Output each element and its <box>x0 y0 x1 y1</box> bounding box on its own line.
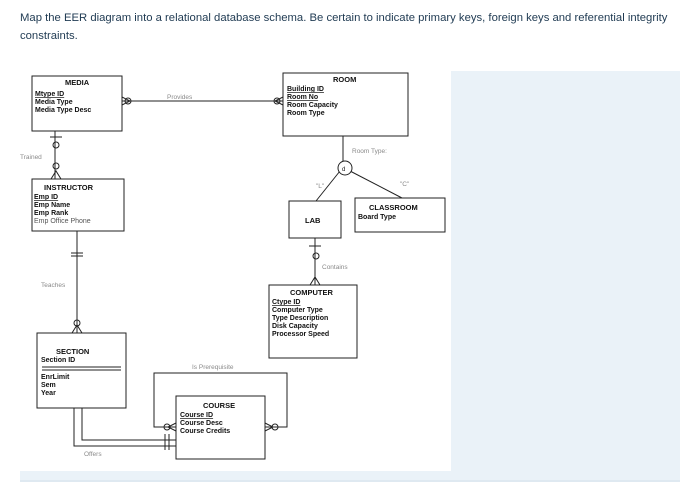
background-shade-bottom <box>20 471 451 480</box>
lab-discriminator: "L" <box>316 183 325 190</box>
teaches-crowfoot <box>71 324 83 334</box>
teaches-label: Teaches <box>41 282 66 289</box>
room-title: ROOM <box>333 75 356 84</box>
provides-crowfoot-2 <box>273 96 284 106</box>
offers-line <box>73 408 176 447</box>
instructor-entity-box <box>31 178 125 232</box>
media-attr: Media Type Desc <box>35 107 91 114</box>
trained-crowfoot <box>50 170 62 180</box>
instructor-attr: Emp Rank <box>34 210 68 217</box>
course-attr: Course Desc <box>180 420 223 427</box>
classroom-attr: Board Type <box>358 214 396 221</box>
room-type-label: Room Type: <box>352 148 387 155</box>
eer-diagram-panel: MEDIA Mtype ID Media Type Media Type Des… <box>20 71 451 471</box>
computer-attr: Computer Type <box>272 307 323 314</box>
section-attr-pk: Section ID <box>41 357 75 364</box>
instructor-attr: Emp Office Phone <box>34 218 91 225</box>
prereq-optional-marker <box>163 423 171 431</box>
contains-optional-marker <box>312 252 320 260</box>
course-title: COURSE <box>203 401 235 410</box>
prereq-crowfoot-2 <box>166 422 177 432</box>
computer-attr: Type Description <box>272 315 328 322</box>
provides-label: Provides <box>167 94 193 101</box>
disjoint-label: d <box>342 167 345 173</box>
question-text: Map the EER diagram into a relational da… <box>20 12 668 42</box>
lab-subtype-line <box>315 170 341 202</box>
trained-label: Trained <box>20 154 42 161</box>
section-attr: Year <box>41 390 56 397</box>
disjoint-circle <box>337 160 353 176</box>
is-prerequisite-line <box>153 372 288 428</box>
section-title: SECTION <box>56 347 89 356</box>
trained-optional-marker <box>52 141 60 149</box>
media-entity-box <box>31 75 123 132</box>
computer-attr: Processor Speed <box>272 331 329 338</box>
room-attr: Room Capacity <box>287 102 338 109</box>
contains-label: Contains <box>322 264 348 271</box>
section-attr: EnrLimit <box>41 374 70 381</box>
section-attr: Sem <box>41 382 56 389</box>
media-attr-pk: Mtype ID <box>35 91 64 98</box>
is-prerequisite-label: Is Prerequisite <box>192 364 234 371</box>
offers-line-double <box>81 408 176 441</box>
instructor-attr-pk: Emp ID <box>34 194 58 201</box>
classroom-title: CLASSROOM <box>369 203 418 212</box>
bottom-divider <box>20 480 680 482</box>
instructor-title: INSTRUCTOR <box>44 183 94 192</box>
trained-optional-marker-2 <box>52 162 60 170</box>
room-attr-pk: Building ID <box>287 86 324 93</box>
room-attr-pk: Room No <box>287 94 318 101</box>
media-title: MEDIA <box>65 78 90 87</box>
course-attr: Course Credits <box>180 428 230 435</box>
classroom-subtype-line <box>349 170 403 199</box>
computer-attr: Disk Capacity <box>272 323 318 330</box>
lab-title: LAB <box>305 216 321 225</box>
background-shade-right <box>451 71 680 480</box>
media-attr: Media Type <box>35 99 73 106</box>
computer-title: COMPUTER <box>290 288 334 297</box>
classroom-discriminator: "C" <box>400 181 410 188</box>
provides-crowfoot <box>121 96 132 106</box>
computer-entity-box <box>268 284 358 359</box>
offers-label: Offers <box>84 451 102 458</box>
computer-attr-pk: Ctype ID <box>272 299 300 306</box>
course-attr-pk: Course ID <box>180 412 213 419</box>
eer-diagram: MEDIA Mtype ID Media Type Media Type Des… <box>20 72 446 460</box>
prereq-crowfoot <box>264 422 275 432</box>
instructor-attr: Emp Name <box>34 202 70 209</box>
teaches-optional-marker <box>73 319 81 327</box>
classroom-entity-box <box>354 197 446 233</box>
room-attr: Room Type <box>287 110 325 117</box>
contains-crowfoot <box>309 276 321 286</box>
